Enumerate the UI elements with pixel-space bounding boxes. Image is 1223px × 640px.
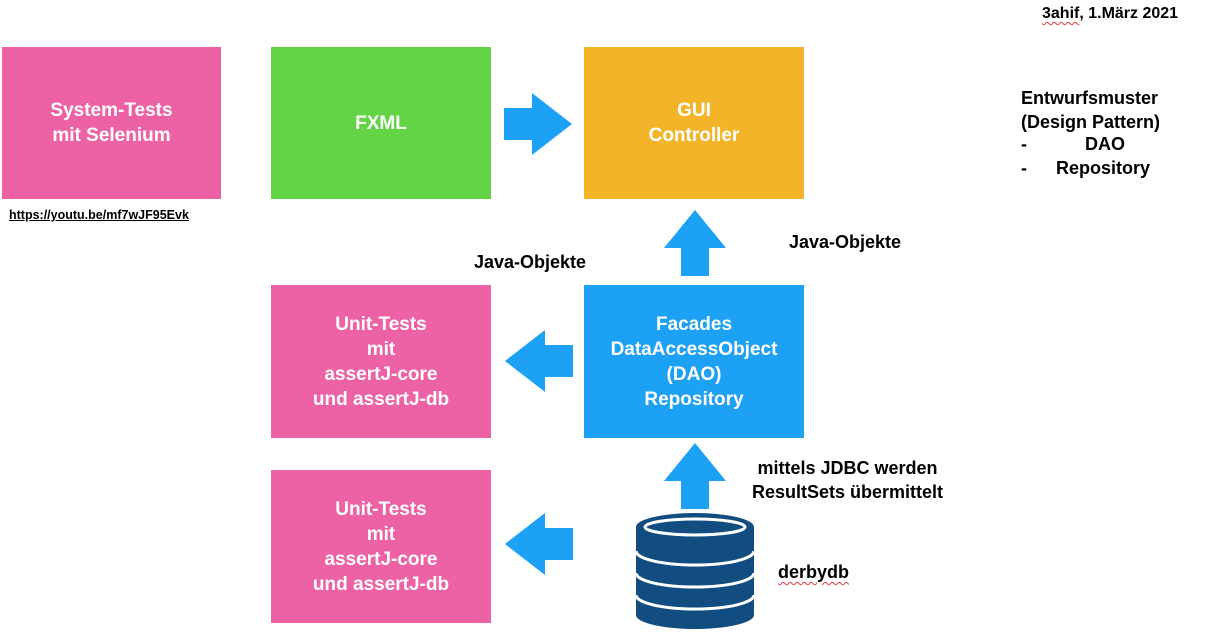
database-name: derbydb	[778, 562, 850, 582]
jdbc-line-1: mittels JDBC werden	[757, 458, 938, 478]
design-patterns-block: Entwurfsmuster (Design Pattern)	[1021, 86, 1160, 134]
youtube-link[interactable]: https://youtu.be/mf7wJF95Evk	[9, 208, 189, 222]
java-objects-label-right: Java-Objekte	[789, 232, 902, 252]
unit-tests-1-line-4: und assertJ-db	[312, 388, 450, 410]
jdbc-label: mittels JDBC werden ResultSets übermitte…	[752, 456, 943, 504]
bullet: -	[1021, 134, 1027, 154]
facades-line-1: Facades	[655, 313, 733, 335]
jdbc-line-2: ResultSets übermittelt	[752, 482, 944, 502]
pattern-item-repository: - Repository	[1021, 158, 1150, 179]
unit-tests-2-line-3: assertJ-core	[324, 548, 438, 570]
system-tests-line-1: System-Tests	[50, 100, 173, 121]
database-icon	[634, 513, 756, 629]
design-patterns-title-2: (Design Pattern)	[1021, 112, 1161, 132]
arrow-up-icon	[664, 443, 726, 509]
arrow-up-icon	[664, 210, 726, 276]
arrow-right-icon	[504, 93, 572, 155]
unit-tests-box-2: Unit-Tests mit assertJ-core und assertJ-…	[271, 470, 491, 623]
date-header: 3ahif, 1.März 2021	[1042, 5, 1178, 23]
unit-tests-2-line-1: Unit-Tests	[335, 498, 427, 520]
unit-tests-1-line-2: mit	[366, 338, 396, 360]
system-tests-box: System-Tests mit Selenium	[2, 47, 221, 199]
arrow-left-icon	[505, 513, 573, 575]
database-label: derbydb	[778, 562, 849, 583]
design-patterns-title-1: Entwurfsmuster	[1021, 88, 1159, 108]
facades-line-4: Repository	[644, 388, 744, 410]
unit-tests-2-line-4: und assertJ-db	[312, 573, 450, 595]
gui-controller-box: GUI Controller	[584, 47, 804, 199]
unit-tests-box-1: Unit-Tests mit assertJ-core und assertJ-…	[271, 285, 491, 438]
date-text: , 1.März 2021	[1079, 5, 1179, 22]
pattern-dao: DAO	[1085, 134, 1125, 154]
bullet: -	[1021, 158, 1027, 178]
unit-tests-2-line-2: mit	[366, 523, 396, 545]
unit-tests-1-line-1: Unit-Tests	[335, 313, 427, 335]
java-objects-label-left: Java-Objekte	[474, 252, 587, 272]
facades-line-3: (DAO)	[666, 363, 722, 385]
unit-tests-1-line-3: assertJ-core	[324, 363, 438, 385]
arrow-left-icon	[505, 330, 573, 392]
gui-controller-line-1: GUI	[677, 100, 711, 121]
facades-box: Facades DataAccessObject (DAO) Repositor…	[584, 285, 804, 438]
gui-controller-line-2: Controller	[648, 125, 740, 146]
facades-line-2: DataAccessObject	[610, 338, 778, 360]
fxml-box: FXML	[271, 47, 491, 199]
system-tests-line-2: mit Selenium	[52, 125, 171, 146]
pattern-item-dao: - DAO	[1021, 134, 1125, 155]
fxml-label: FXML	[355, 112, 407, 134]
class-name: 3ahif	[1042, 5, 1080, 22]
pattern-repository: Repository	[1056, 158, 1151, 178]
